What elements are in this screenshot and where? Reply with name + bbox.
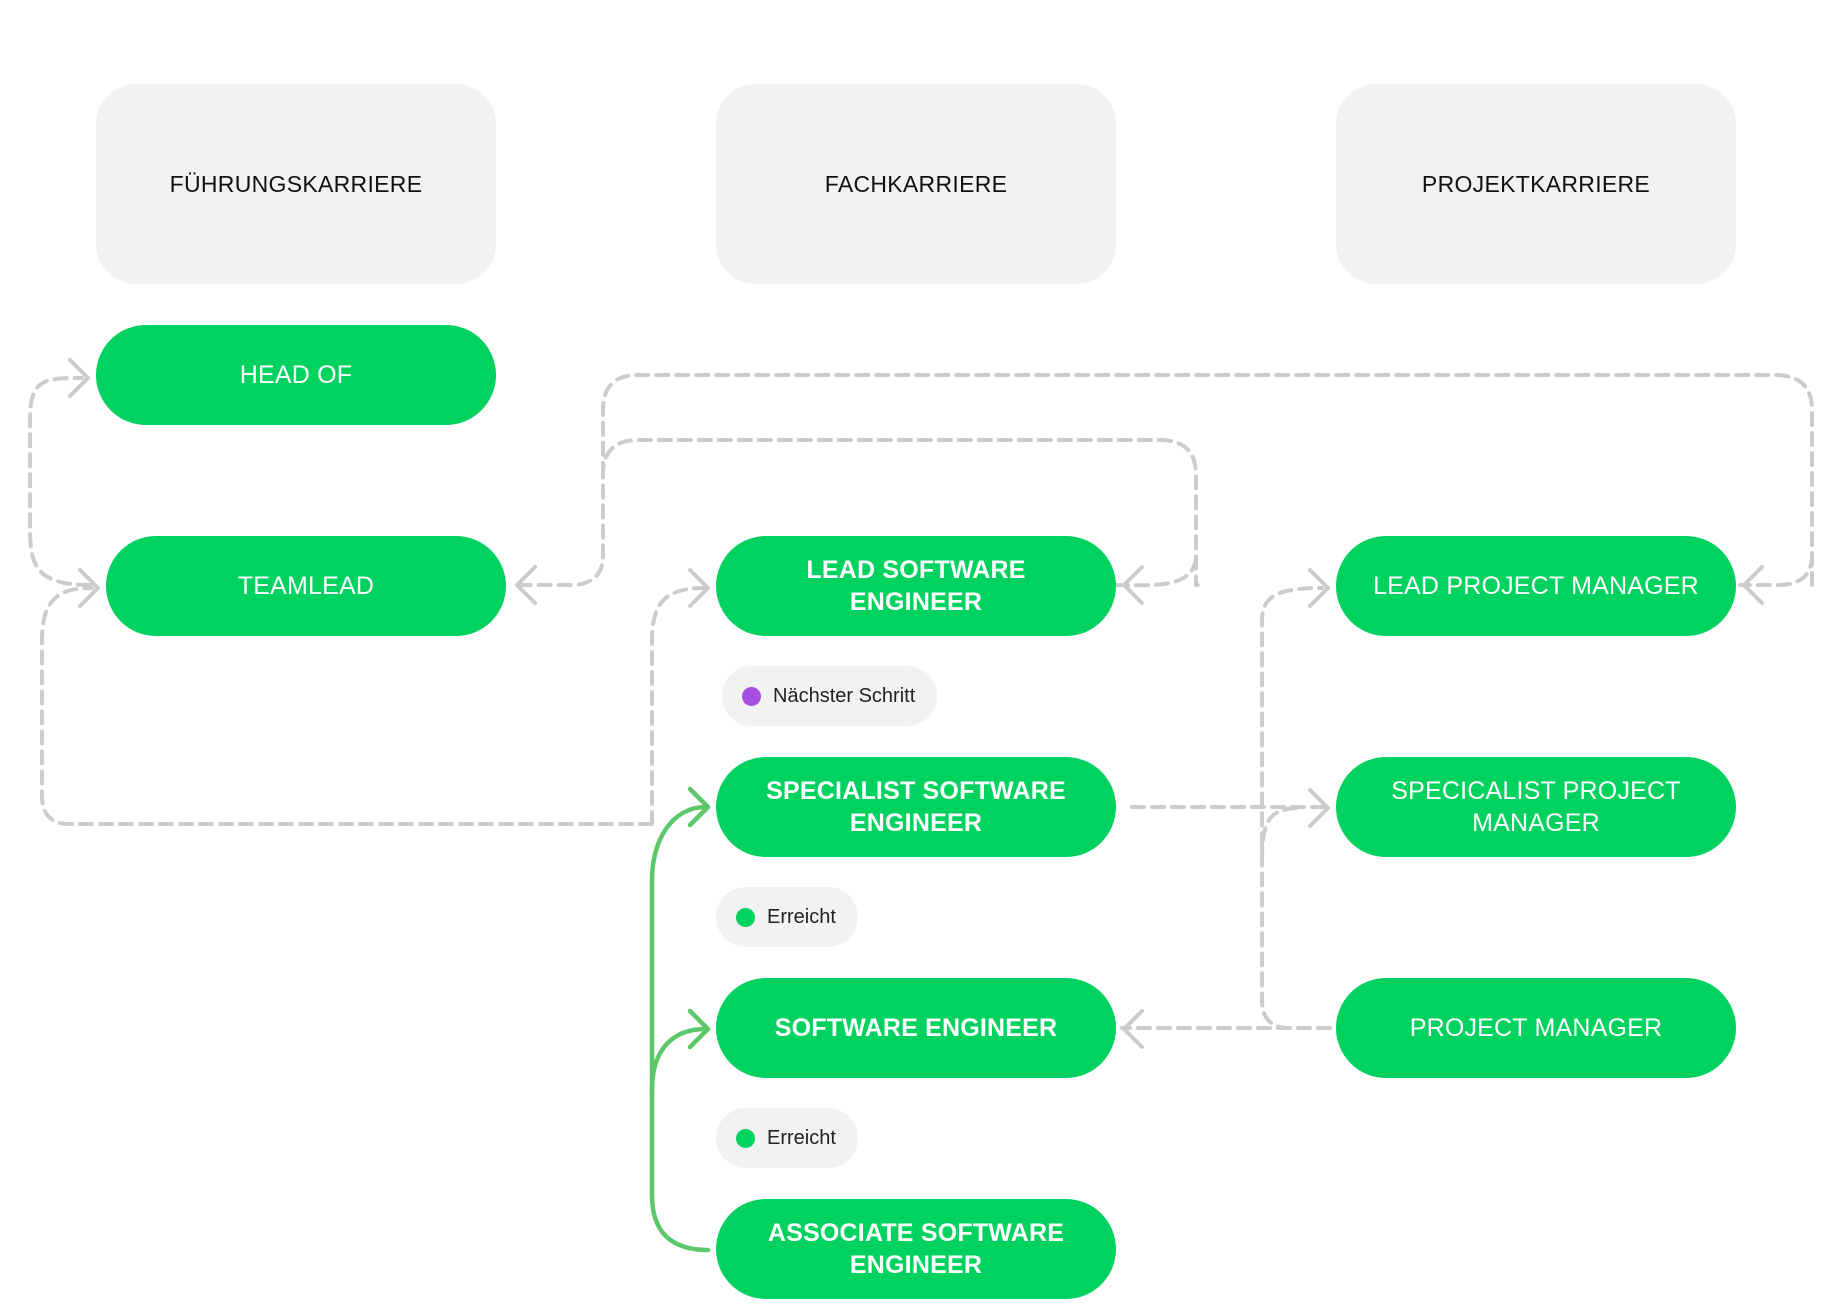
achieved-arrowhead-specialist: [687, 786, 711, 828]
status-label: Erreicht: [767, 1126, 836, 1149]
column-header-fachkarriere: FACHKARRIERE: [716, 84, 1116, 284]
status-label: Erreicht: [767, 905, 836, 928]
reached-dot-icon: [736, 907, 755, 927]
arrowhead-software-engineer-right: [1122, 1009, 1144, 1049]
column-header-projektkarriere: PROJEKTKARRIERE: [1336, 84, 1736, 284]
connector-pm-to-lead-pm: [1260, 586, 1324, 1030]
connector-specialist-se-to-lead-se: [650, 586, 707, 826]
column-header-fuehrungskarriere: FÜHRUNGSKARRIERE: [96, 84, 496, 284]
arrowhead-lead-pm-right: [1742, 565, 1764, 605]
connector-lead-pm-arrow-end: [1738, 553, 1814, 587]
achieved-path-associate-to-se: [649, 1026, 711, 1253]
arrowhead-specialist-pm: [1308, 788, 1330, 828]
arrowhead-lead-se-left: [688, 568, 710, 608]
connector-lead-se-loop: [1114, 553, 1198, 588]
next-step-dot-icon: [742, 686, 761, 706]
role-software-engineer[interactable]: SOFTWARE ENGINEER: [716, 978, 1116, 1078]
status-badge-reached: Erreicht: [716, 1108, 858, 1168]
status-badge-next-step: Nächster Schritt: [722, 666, 938, 726]
status-label: Nächster Schritt: [773, 684, 916, 707]
role-project-manager[interactable]: PROJECT MANAGER: [1336, 978, 1736, 1078]
connector-specialist-se-to-teamlead: [40, 586, 654, 826]
arrowhead-lead-se-right: [1122, 565, 1144, 605]
arrowhead-head-of: [68, 358, 90, 398]
arrowhead-teamlead: [78, 568, 100, 608]
role-teamlead[interactable]: TEAMLEAD: [106, 536, 506, 636]
arrowhead-lead-pm-left: [1308, 568, 1330, 608]
connector-teamlead-to-head-of: [28, 376, 92, 587]
role-lead-project-manager[interactable]: LEAD PROJECT MANAGER: [1336, 536, 1736, 636]
arrowhead-teamlead-right: [515, 565, 537, 605]
connector-lead-pm-to-teamlead: [601, 373, 1814, 587]
status-badge-reached: Erreicht: [716, 887, 858, 947]
role-lead-software-engineer[interactable]: LEAD SOFTWARE ENGINEER: [716, 536, 1116, 636]
achieved-arrowhead-se: [687, 1008, 711, 1050]
role-specialist-project-manager[interactable]: SPECICALIST PROJECT MANAGER: [1336, 757, 1736, 857]
role-head-of[interactable]: HEAD OF: [96, 325, 496, 425]
connector-lead-se-to-teamlead: [516, 438, 1200, 587]
connector-pm-to-specialist-pm: [1260, 806, 1302, 862]
achieved-path-se-to-specialist: [649, 804, 709, 1098]
role-associate-software-engineer[interactable]: ASSOCIATE SOFTWARE ENGINEER: [716, 1199, 1116, 1299]
role-specialist-software-engineer[interactable]: SPECIALIST SOFTWARE ENGINEER: [716, 757, 1116, 857]
reached-dot-icon: [736, 1128, 755, 1148]
